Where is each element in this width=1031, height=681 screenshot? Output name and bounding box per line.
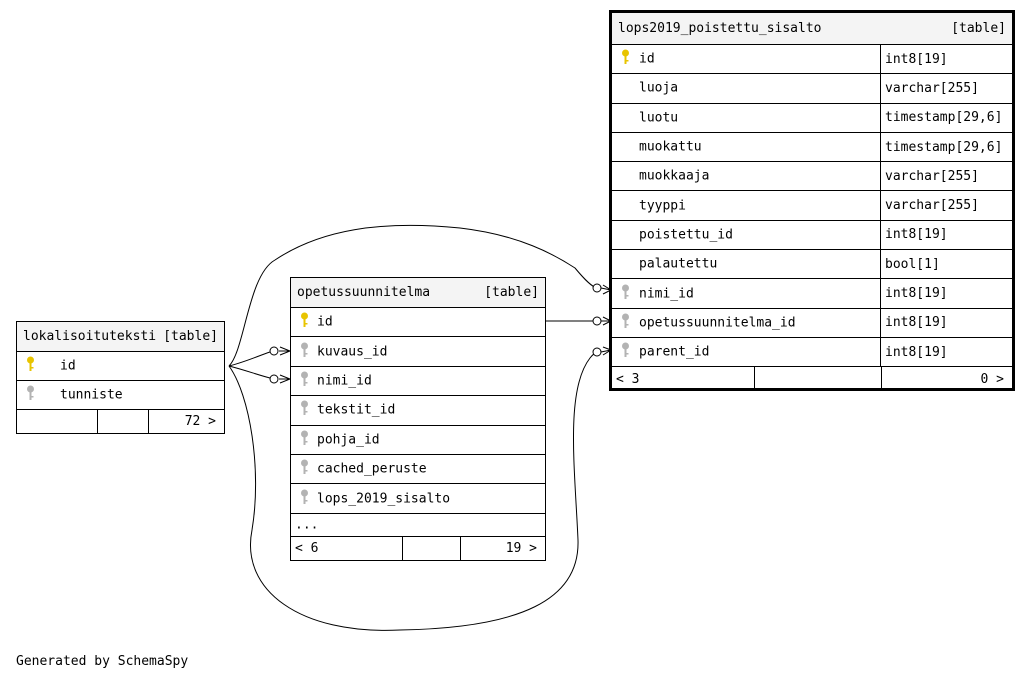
column-type: bool[1] xyxy=(880,250,1012,279)
column-row-opetussuunnitelma-id[interactable]: opetussuunnitelma_id int8[19] xyxy=(612,308,1012,338)
foreign-key-icon xyxy=(300,371,309,391)
footer-left[interactable]: < 3 xyxy=(616,367,755,392)
column-name: tunniste xyxy=(60,387,123,403)
table-name: opetussuunnitelma xyxy=(297,285,431,300)
column-row-poistettu-id[interactable]: poistettu_id int8[19] xyxy=(612,220,1012,251)
primary-key-icon xyxy=(621,49,630,69)
column-type: int8[19] xyxy=(880,279,1012,308)
column-row-kuvaus-id[interactable]: kuvaus_id xyxy=(291,337,545,367)
generated-by-text: Generated by SchemaSpy xyxy=(16,654,189,669)
column-row-id[interactable]: id xyxy=(291,308,545,338)
table-kind: [table] xyxy=(163,329,218,344)
column-name: id xyxy=(60,358,76,374)
table-lokalisoituteksti[interactable]: lokalisoituteksti [table] id tunniste 72 … xyxy=(16,321,225,434)
column-name: tekstit_id xyxy=(317,402,396,418)
column-row-id[interactable]: id xyxy=(17,352,224,381)
column-name: nimi_id xyxy=(639,286,694,302)
table-footer: 72 > xyxy=(17,410,224,433)
footer-right[interactable]: 19 > xyxy=(505,540,537,556)
column-row-pohja-id[interactable]: pohja_id xyxy=(291,426,545,455)
ellipsis: ... xyxy=(295,517,319,533)
column-name: muokattu xyxy=(639,139,702,155)
column-row-tekstit-id[interactable]: tekstit_id xyxy=(291,396,545,426)
edge-nimi-id-to-lokalisoituteksti xyxy=(228,224,598,367)
column-row-nimi-id[interactable]: nimi_id int8[19] xyxy=(612,279,1012,309)
column-type: int8[19] xyxy=(880,45,1012,74)
footer-left xyxy=(17,410,98,433)
column-row-lops-2019-sisalto[interactable]: lops_2019_sisalto xyxy=(291,484,545,514)
column-name: parent_id xyxy=(639,344,710,360)
primary-key-icon xyxy=(300,312,309,332)
foreign-key-icon xyxy=(300,489,309,509)
column-row-id[interactable]: id int8[19] xyxy=(612,45,1012,75)
column-type: int8[19] xyxy=(880,337,1012,367)
table-kind: [table] xyxy=(951,21,1006,36)
column-row-nimi-id[interactable]: nimi_id xyxy=(291,367,545,397)
foreign-key-icon xyxy=(26,385,35,405)
column-type: int8[19] xyxy=(880,308,1012,337)
column-name: tyyppi xyxy=(639,198,686,214)
table-header: lops2019_poistettu_sisalto [table] xyxy=(612,13,1012,45)
column-name: luoja xyxy=(639,80,679,96)
column-row-tunniste[interactable]: tunniste xyxy=(17,381,224,410)
column-name: kuvaus_id xyxy=(317,344,388,360)
foreign-key-icon xyxy=(300,459,309,479)
table-name: lokalisoituteksti xyxy=(23,329,157,344)
column-name: lops_2019_sisalto xyxy=(317,491,451,507)
column-row-muokkaaja[interactable]: muokkaaja varchar[255] xyxy=(612,162,1012,192)
column-row-tyyppi[interactable]: tyyppi varchar[255] xyxy=(612,191,1012,221)
column-row-muokattu[interactable]: muokattu timestamp[29,6] xyxy=(612,132,1012,163)
foreign-key-icon xyxy=(300,342,309,362)
more-columns-row: ... xyxy=(291,514,545,537)
table-footer: < 3 0 > xyxy=(612,367,1012,392)
column-name: poistettu_id xyxy=(639,227,733,243)
column-type: timestamp[29,6] xyxy=(880,103,1012,132)
foreign-key-icon xyxy=(621,284,630,304)
marker-nimi-id xyxy=(269,374,292,384)
footer-left[interactable]: < 6 xyxy=(295,536,403,560)
footer-right[interactable]: 72 > xyxy=(184,414,216,429)
column-name: opetussuunnitelma_id xyxy=(639,315,796,331)
table-header: opetussuunnitelma [table] xyxy=(291,278,545,308)
table-header: lokalisoituteksti [table] xyxy=(17,322,224,352)
column-row-luoja[interactable]: luoja varchar[255] xyxy=(612,74,1012,104)
column-name: id xyxy=(639,51,655,67)
footer-right[interactable]: 0 > xyxy=(980,371,1004,387)
column-row-palautettu[interactable]: palautettu bool[1] xyxy=(612,250,1012,280)
column-name: id xyxy=(317,314,333,330)
column-type: varchar[255] xyxy=(880,162,1012,191)
table-lops2019-poistettu-sisalto[interactable]: lops2019_poistettu_sisalto [table] id int… xyxy=(609,10,1015,392)
footer-middle xyxy=(755,367,882,392)
column-row-parent-id[interactable]: parent_id int8[19] xyxy=(612,337,1012,368)
column-name: cached_peruste xyxy=(317,461,427,477)
foreign-key-icon xyxy=(300,400,309,420)
column-type: varchar[255] xyxy=(880,74,1012,103)
table-footer: < 6 19 > xyxy=(291,536,545,560)
column-name: palautettu xyxy=(639,256,718,272)
column-name: muokkaaja xyxy=(639,168,710,184)
footer-middle xyxy=(403,536,461,560)
foreign-key-icon xyxy=(300,430,309,450)
column-name: luotu xyxy=(639,110,679,126)
foreign-key-icon xyxy=(621,313,630,333)
footer-middle xyxy=(98,410,149,433)
marker-kuvaus-id xyxy=(269,346,292,356)
table-kind: [table] xyxy=(484,285,539,300)
edge-parent-id-loop xyxy=(228,351,598,631)
column-name: nimi_id xyxy=(317,373,372,389)
edge-kuvaus-id xyxy=(228,351,271,367)
column-type: int8[19] xyxy=(880,220,1012,250)
column-type: varchar[255] xyxy=(880,191,1012,220)
column-row-cached-peruste[interactable]: cached_peruste xyxy=(291,455,545,485)
column-name: pohja_id xyxy=(317,432,380,448)
primary-key-icon xyxy=(26,356,35,376)
column-type: timestamp[29,6] xyxy=(880,132,1012,162)
foreign-key-icon xyxy=(621,342,630,362)
table-name: lops2019_poistettu_sisalto xyxy=(618,21,822,36)
edge-nimi-id xyxy=(228,365,271,379)
column-row-luotu[interactable]: luotu timestamp[29,6] xyxy=(612,103,1012,133)
